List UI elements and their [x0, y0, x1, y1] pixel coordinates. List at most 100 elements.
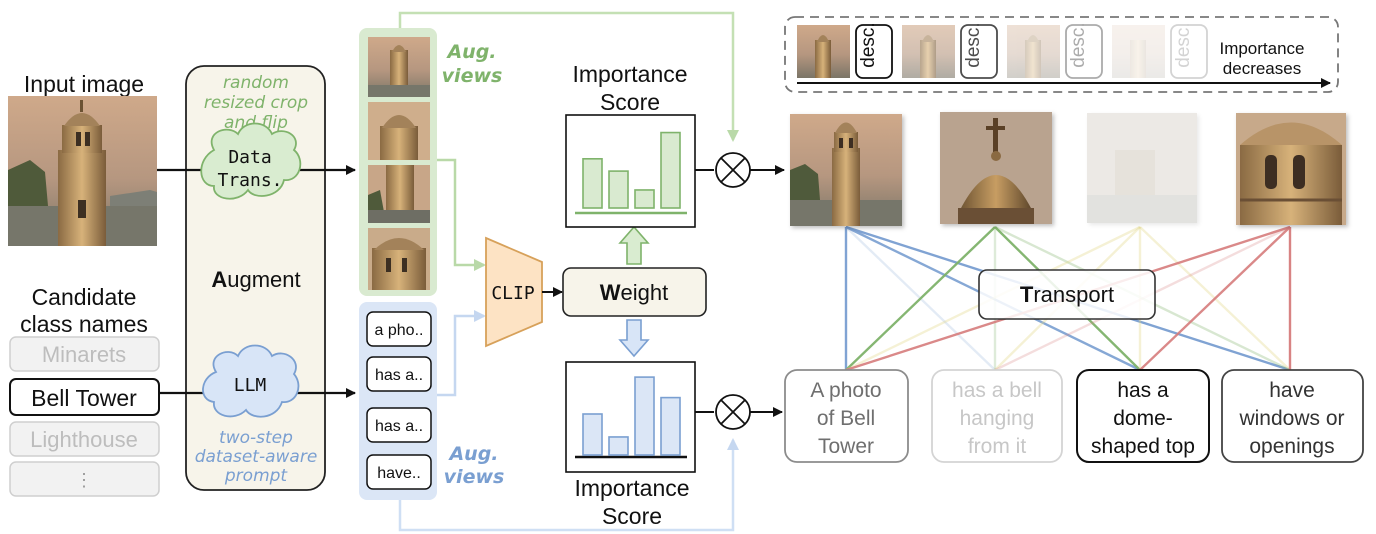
legend-desc-1: desc. — [855, 22, 893, 79]
importance-bottom-chart — [565, 361, 696, 473]
description-1-line3: Tower — [818, 435, 874, 458]
description-3-line1: has a — [1117, 379, 1169, 402]
weight-down-arrow — [618, 319, 650, 358]
description-3-line3: shaped top — [1091, 435, 1195, 458]
weight-box: Weight — [562, 267, 707, 317]
candidate-title-line2: class names — [20, 311, 148, 337]
class-name-bell-tower[interactable]: Bell Tower — [9, 378, 160, 416]
crop-caption-line2: resized crop — [204, 93, 308, 113]
importance-bottom-title-line2: Score — [602, 503, 662, 529]
text-view-1-label: a pho.. — [375, 322, 424, 339]
legend-desc-1-label: desc. — [858, 22, 879, 67]
llm-label: LLM — [234, 375, 267, 396]
legend-desc-4: desc. — [1170, 22, 1208, 79]
image-bypass-path — [398, 11, 739, 142]
multiply-bottom-icon — [715, 394, 751, 430]
image-views-label-line2: views — [442, 65, 503, 87]
importance-top-title-line2: Score — [600, 89, 660, 115]
weight-up-arrow — [618, 225, 650, 265]
class-name-bell-tower-label: Bell Tower — [31, 385, 137, 411]
legend-text-line2: decreases — [1223, 59, 1301, 78]
text-views-to-clip — [437, 310, 486, 397]
text-view-2-label: has a.. — [375, 367, 423, 384]
clip-label: CLIP — [491, 283, 535, 304]
text-views-label-line2: views — [444, 466, 505, 488]
data-trans-line1: Data — [228, 147, 271, 168]
augment-label: Augment — [211, 267, 300, 292]
text-view-2: has a.. — [366, 356, 432, 392]
text-view-4: have.. — [366, 454, 432, 490]
legend-desc-4-label: desc. — [1173, 22, 1194, 67]
multiply-top-icon — [715, 152, 751, 188]
legend-desc-3: desc. — [1065, 22, 1103, 79]
description-4: have windows or openings — [1221, 369, 1364, 463]
importance-top-title-line1: Importance — [572, 61, 687, 87]
text-views-label-line1: Aug. — [447, 443, 498, 465]
aug-view-4 — [368, 228, 430, 290]
class-name-lighthouse[interactable]: Lighthouse — [9, 421, 160, 457]
importance-bottom-bar-2 — [608, 436, 629, 456]
data-trans-line2: Trans. — [217, 170, 282, 191]
description-4-line2: windows or — [1238, 407, 1344, 430]
description-1: A photo of Bell Tower — [784, 369, 909, 463]
transport-box: Transport — [978, 269, 1156, 320]
llm-cloud: LLM — [202, 344, 300, 418]
text-view-1: a pho.. — [366, 311, 432, 347]
description-4-line1: have — [1269, 379, 1315, 402]
prompt-caption-line3: prompt — [224, 466, 289, 486]
data-trans-cloud: Data Trans. — [200, 122, 302, 200]
text-view-3-label: has a.. — [375, 418, 423, 435]
description-1-line2: of Bell — [817, 407, 875, 430]
legend-thumb-1 — [797, 25, 850, 78]
transport-label: Transport — [1020, 282, 1114, 307]
candidate-title-line1: Candidate — [32, 284, 137, 310]
legend-thumb-2 — [902, 25, 955, 78]
image-views-to-clip — [437, 158, 486, 271]
crop-caption-line1: random — [223, 73, 289, 93]
description-1-line1: A photo — [810, 379, 881, 402]
text-view-3: has a.. — [366, 407, 432, 443]
importance-top-bar-2 — [608, 170, 629, 209]
text-views-panel — [359, 302, 437, 500]
description-2: has a bell hanging from it — [931, 369, 1063, 463]
text-view-4-label: have.. — [377, 465, 421, 482]
image-views-label-line1: Aug. — [445, 41, 496, 63]
importance-top-bar-1 — [582, 158, 603, 209]
aug-view-2 — [368, 102, 430, 160]
aug-view-1 — [368, 37, 430, 97]
importance-top-bar-4 — [660, 131, 681, 209]
weighted-image-1 — [790, 114, 902, 226]
weighted-image-3 — [1087, 113, 1197, 223]
importance-bottom-bar-3 — [634, 376, 655, 456]
prompt-caption-line2: dataset-aware — [195, 447, 318, 467]
input-image — [8, 96, 157, 246]
legend-desc-3-label: desc. — [1068, 22, 1089, 67]
class-name-minarets-label: Minarets — [42, 342, 126, 367]
legend-text-line1: Importance — [1219, 39, 1304, 58]
aug-view-3 — [368, 165, 430, 223]
class-name-lighthouse-label: Lighthouse — [30, 427, 138, 452]
weighted-image-2 — [940, 112, 1052, 224]
legend-desc-2-label: desc. — [963, 22, 984, 67]
text-bypass-path — [398, 438, 739, 532]
description-2-line3: from it — [968, 435, 1027, 458]
description-3-line2: dome- — [1113, 407, 1173, 430]
class-name-more-label: ⋮ — [75, 470, 93, 490]
legend-desc-2: desc. — [960, 22, 998, 79]
legend-thumb-3 — [1007, 25, 1060, 78]
description-4-line3: openings — [1249, 435, 1334, 458]
input-image-title: Input image — [24, 71, 144, 97]
description-3: has a dome- shaped top — [1076, 369, 1210, 463]
importance-bottom-bar-1 — [582, 413, 603, 456]
importance-top-chart — [565, 114, 696, 228]
clip-encoder: CLIP — [485, 236, 543, 348]
description-2-line2: hanging — [960, 407, 1035, 430]
legend-thumb-4 — [1112, 25, 1165, 78]
class-name-minarets[interactable]: Minarets — [9, 336, 160, 372]
importance-bottom-bar-4 — [660, 396, 681, 456]
importance-bottom-title-line1: Importance — [574, 475, 689, 501]
class-name-more: ⋮ — [9, 461, 160, 497]
prompt-caption-line1: two-step — [219, 428, 293, 448]
description-2-line1: has a bell — [952, 379, 1042, 402]
